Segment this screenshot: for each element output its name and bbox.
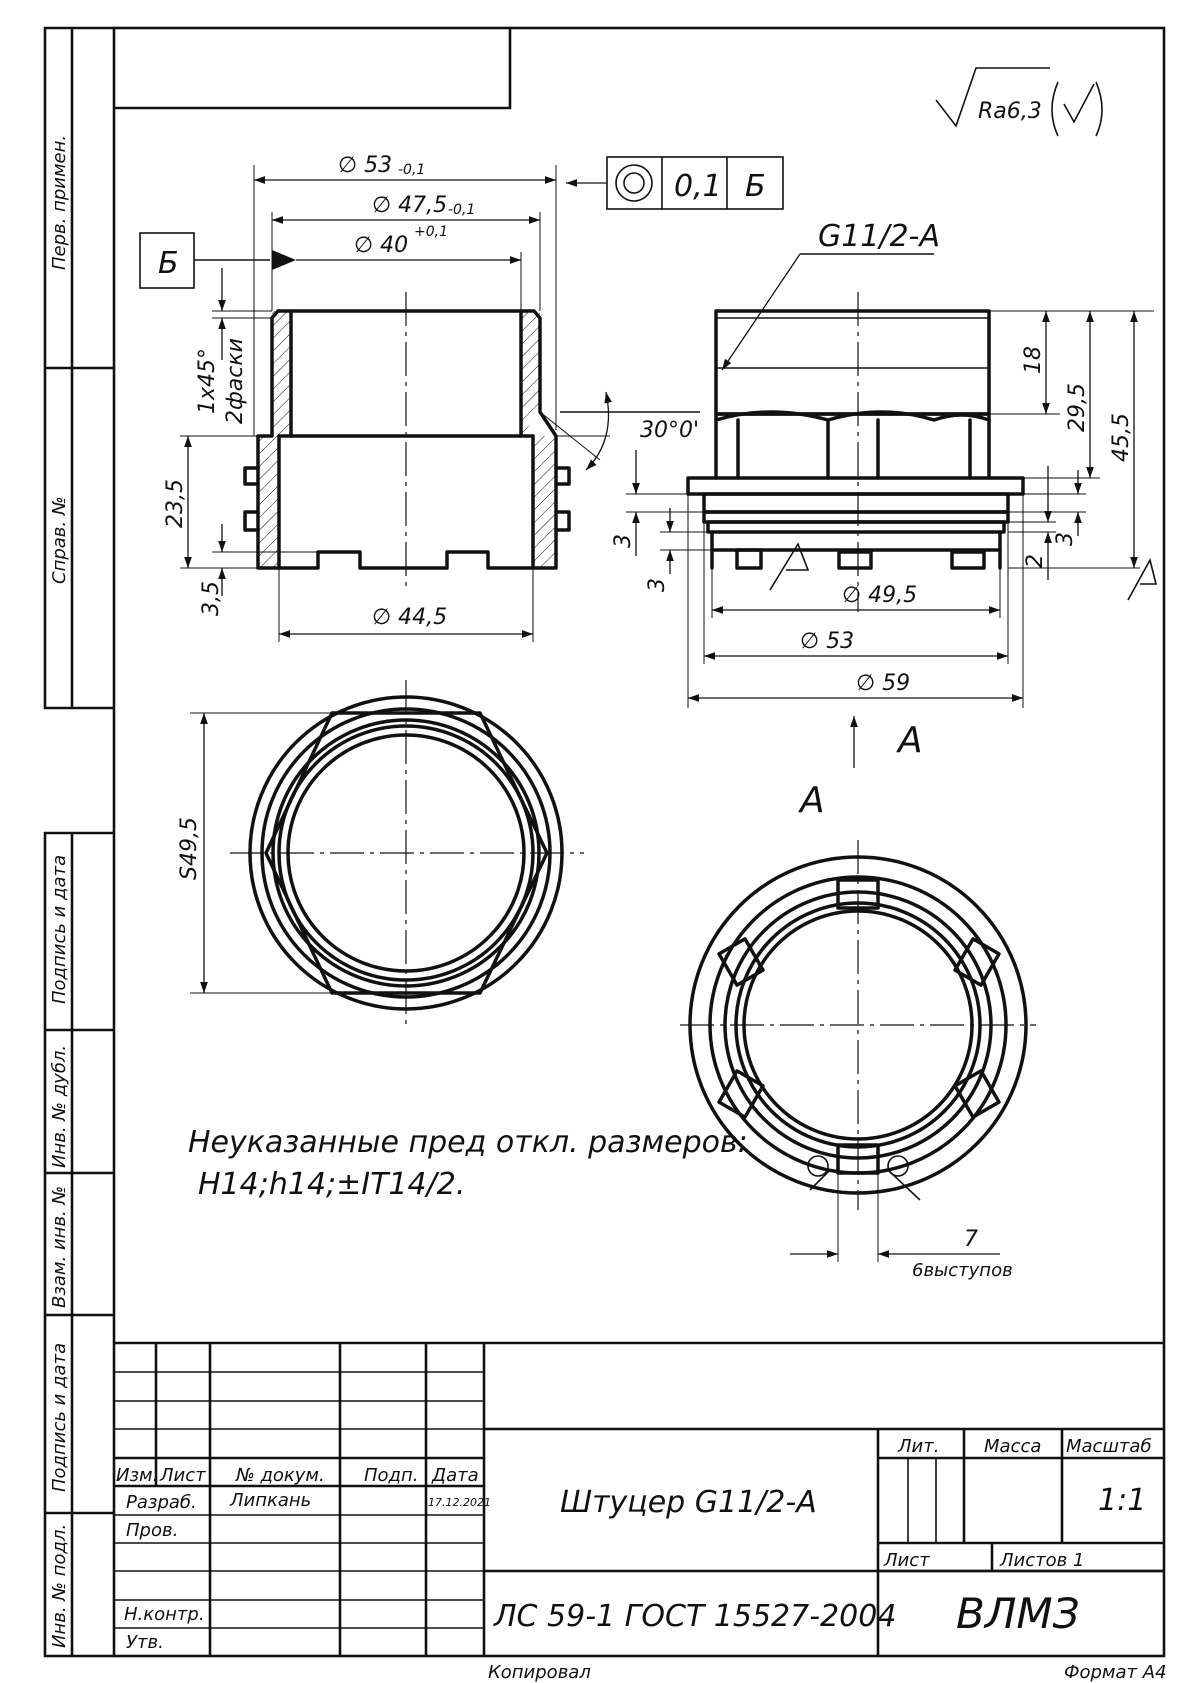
footer-format: Формат А4 xyxy=(1064,1662,1167,1683)
dim-d59: ∅ 59 xyxy=(856,671,910,696)
footer: Копировал Формат А4 xyxy=(488,1662,1167,1683)
tolerance-datum: Б xyxy=(745,169,766,204)
notes: Неуказанные пред откл. размеров: Н14;h14… xyxy=(188,1125,748,1202)
note-line-1: Неуказанные пред откл. размеров: xyxy=(188,1125,748,1160)
dim-chamfer-a: 1x45° xyxy=(195,348,220,414)
dim-s3c: 3 xyxy=(1053,532,1078,546)
datum-marker: Б xyxy=(139,232,296,289)
dim-s3b: 3 xyxy=(645,578,670,592)
dim-d53: ∅ 53 xyxy=(338,153,392,178)
datum-label: Б xyxy=(158,246,179,281)
dim-d49: ∅ 49,5 xyxy=(842,583,917,608)
stamp-perv-primen: Перв. примен. xyxy=(49,135,70,270)
hdr-list: Лист xyxy=(159,1465,206,1486)
company: ВЛМЗ xyxy=(956,1589,1080,1638)
lug-note: 6выступов xyxy=(912,1260,1013,1281)
dim-h23: 23,5 xyxy=(163,479,188,528)
front-view xyxy=(243,292,571,590)
sheet-label: Лист xyxy=(883,1550,930,1571)
thread-label: G11/2-A xyxy=(818,219,940,254)
material: ЛС 59-1 ГОСТ 15527-2004 xyxy=(493,1599,896,1634)
sheets-label: Листов 1 xyxy=(999,1550,1084,1571)
tolerance-frame: 0,1 Б xyxy=(566,156,784,210)
lit-label: Лит. xyxy=(897,1436,939,1457)
concentricity-inner-icon xyxy=(623,172,645,194)
dim-d40-tol: +0,1 xyxy=(414,224,448,240)
hdr-izm: Изм. xyxy=(116,1465,158,1486)
dim-s2: 2 xyxy=(1023,554,1048,568)
datum-triangle-icon xyxy=(272,250,296,270)
hdr-sign: Подп. xyxy=(364,1465,418,1486)
dim-h18: 18 xyxy=(1021,346,1046,374)
scale-label: Масштаб xyxy=(1066,1436,1152,1457)
side-stamps: Перв. примен. Справ. № Подпись и дата Ин… xyxy=(49,135,70,1648)
stamp-podpis-data-2: Подпись и дата xyxy=(49,1343,70,1492)
part-name: Штуцер G11/2-А xyxy=(560,1485,817,1520)
role-nkontr: Н.контр. xyxy=(124,1604,205,1625)
stamp-inv-dubl: Инв. № дубл. xyxy=(49,1045,70,1168)
dim-s49: S49,5 xyxy=(177,817,202,880)
role-razrab: Разраб. xyxy=(126,1492,197,1513)
role-prov: Пров. xyxy=(126,1520,178,1541)
dim-angle: 30°0' xyxy=(640,418,699,443)
dim-d53-tol: -0,1 xyxy=(398,162,425,178)
hdr-doc: № докум. xyxy=(235,1465,325,1486)
stamp-sprav-no: Справ. № xyxy=(49,496,70,584)
side-view-dims: G11/2-A 18 29,5 45,5 3 3 3 2 xyxy=(611,219,1158,768)
sheet-frame xyxy=(43,26,1166,1658)
dim-s3a: 3 xyxy=(611,534,636,548)
side-view xyxy=(686,292,1025,612)
dim-d40: ∅ 40 xyxy=(354,233,408,258)
note-line-2: Н14;h14;±IT14/2. xyxy=(198,1167,465,1202)
title-block: Изм. Лист № докум. Подп. Дата Разраб. Ли… xyxy=(114,1341,1164,1656)
dim-h3-5: 3,5 xyxy=(199,581,224,616)
role-utv: Утв. xyxy=(126,1632,164,1653)
scale-value: 1:1 xyxy=(1098,1483,1146,1518)
dim-h29: 29,5 xyxy=(1065,383,1090,432)
razrab-date: 17.12.2021 xyxy=(428,1496,491,1509)
dim-d47-tol: -0,1 xyxy=(448,202,475,218)
dim-h45: 45,5 xyxy=(1109,413,1134,462)
bottom-view-title: A xyxy=(798,780,825,821)
dim-d47: ∅ 47,5 xyxy=(372,193,447,218)
tolerance-value: 0,1 xyxy=(674,169,722,204)
bottom-view: A 7 6выступов xyxy=(680,780,1036,1281)
roughness-label: Ra6,3 xyxy=(978,99,1042,124)
dim-d44: ∅ 44,5 xyxy=(372,605,447,630)
view-arrow-label: A xyxy=(896,720,923,761)
footer-copied: Копировал xyxy=(488,1662,591,1683)
stamp-vzam-inv: Взам. инв. № xyxy=(49,1186,70,1308)
stamp-podpis-data-1: Подпись и дата xyxy=(49,855,70,1004)
lug-width: 7 xyxy=(964,1227,978,1252)
surface-finish: Ra6,3 xyxy=(935,67,1103,137)
dim-chamfer-b: 2фаски xyxy=(223,338,248,424)
stamp-inv-podl: Инв. № подл. xyxy=(49,1524,70,1648)
mass-label: Масса xyxy=(984,1436,1041,1457)
razrab-name: Липкань xyxy=(229,1490,311,1511)
top-view: S49,5 xyxy=(177,680,584,1030)
concentricity-outer-icon xyxy=(615,164,653,202)
front-view-dims: ∅ 53 -0,1 ∅ 47,5 -0,1 ∅ 40 +0,1 ∅ 44,5 2… xyxy=(163,153,700,642)
hdr-date: Дата xyxy=(431,1465,479,1486)
dim-side-d53: ∅ 53 xyxy=(800,629,854,654)
